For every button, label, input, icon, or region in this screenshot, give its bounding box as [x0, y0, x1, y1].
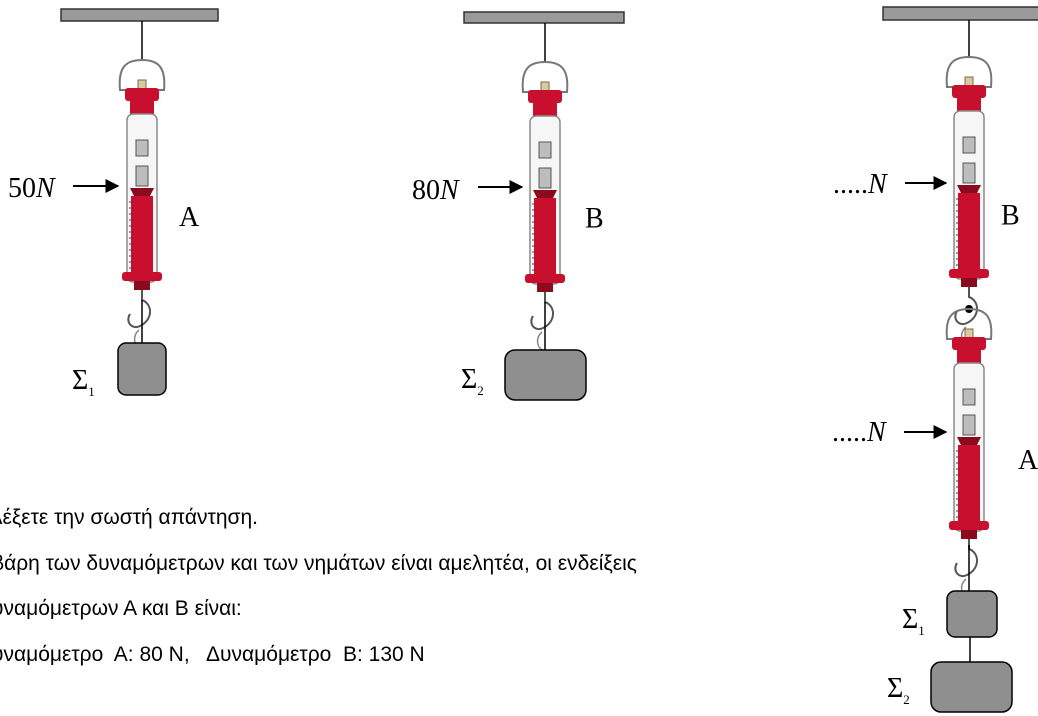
- meter-label-b-3: Β: [1001, 200, 1020, 231]
- mass-sigma-2-stacked: [930, 661, 1013, 713]
- meter-label-b-2: Β: [585, 203, 604, 234]
- reading-label-2: 80N: [412, 175, 460, 206]
- mass-label-2-stacked: Σ2: [887, 673, 910, 707]
- answer-option-line: υναμόμετρο Α: 80 Ν, Δυναμόμετρο Β: 130 Ν: [0, 643, 425, 666]
- question-line-2: βάρη των δυναμόμετρων και των νημάτων εί…: [0, 552, 637, 575]
- mass-label-1-stacked: Σ1: [902, 604, 925, 638]
- mass-label-1: Σ1: [72, 365, 95, 399]
- mass-label-2: Σ2: [461, 364, 484, 398]
- question-line-1: λέξετε την σωστή απάντηση.: [0, 506, 258, 529]
- question-line-3: υναμόμετρων Α και Β είναι:: [0, 597, 242, 620]
- reading-label-1: 50N: [8, 173, 56, 204]
- reading-label-lower-3: .....N: [832, 417, 887, 448]
- spring-balance-b-stacked: [945, 56, 993, 346]
- reading-label-upper-3: .....N: [833, 169, 888, 200]
- mass-sigma-1: [117, 342, 167, 396]
- mass-sigma-2: [504, 349, 587, 401]
- mass-sigma-1-stacked: [946, 590, 998, 638]
- meter-label-a-1: Α: [179, 202, 200, 233]
- meter-label-a-3: Α: [1018, 445, 1038, 476]
- ceiling-bar-3: [882, 6, 1038, 21]
- ceiling-bar-1: [60, 8, 219, 22]
- ceiling-bar-2: [463, 11, 625, 24]
